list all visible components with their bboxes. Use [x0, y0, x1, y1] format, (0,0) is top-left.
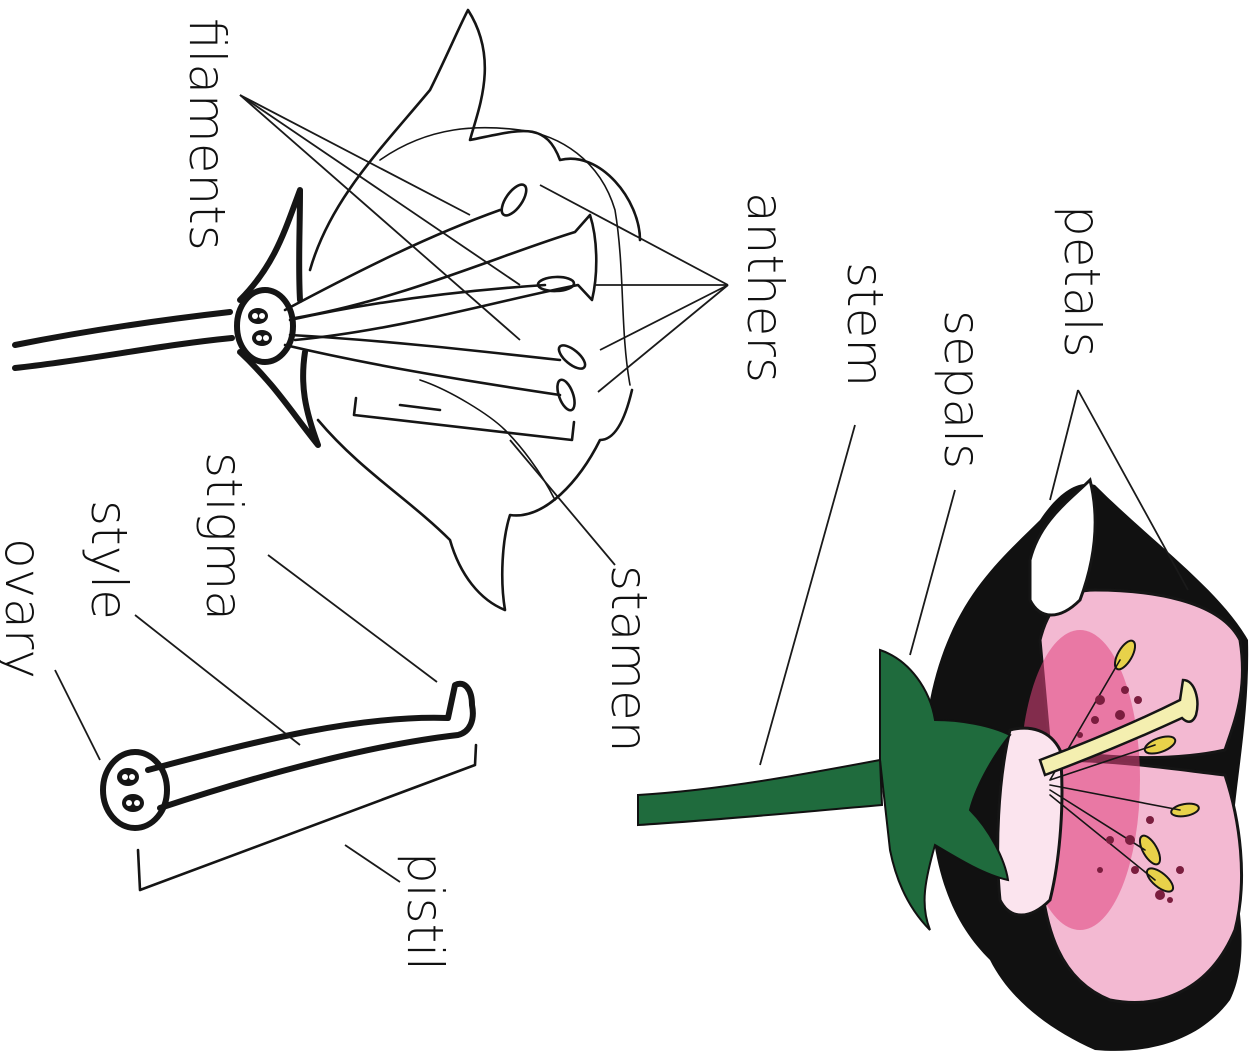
label-filaments: filaments [178, 18, 236, 251]
label-stamen: stamen [600, 565, 658, 752]
outline-ovary [237, 290, 293, 362]
colored-flower [638, 480, 1248, 1051]
outline-petal-bottom [318, 390, 632, 610]
outline-filament-2 [290, 285, 545, 320]
stem-green [638, 760, 882, 825]
outline-anther-1 [497, 181, 531, 220]
label-stem: stem [836, 262, 894, 387]
outline-sepal-bottom [240, 352, 318, 445]
label-ovary: ovary [0, 538, 52, 679]
label-anthers: anthers [736, 192, 794, 383]
label-pistil: pistil [396, 852, 454, 971]
stamen-bracket [354, 398, 574, 440]
detail-ovary [103, 752, 167, 828]
outline-anther-3 [555, 341, 589, 372]
outline-filament-4 [285, 345, 560, 395]
label-stigma: stigma [195, 452, 253, 621]
detail-style [148, 684, 473, 808]
label-sepals: sepals [933, 310, 991, 469]
outline-petal-top [310, 10, 640, 270]
outline-anther-4 [554, 378, 578, 413]
label-style: style [80, 500, 138, 620]
label-petals: petals [1053, 205, 1111, 358]
outline-sepal-top [240, 190, 300, 300]
